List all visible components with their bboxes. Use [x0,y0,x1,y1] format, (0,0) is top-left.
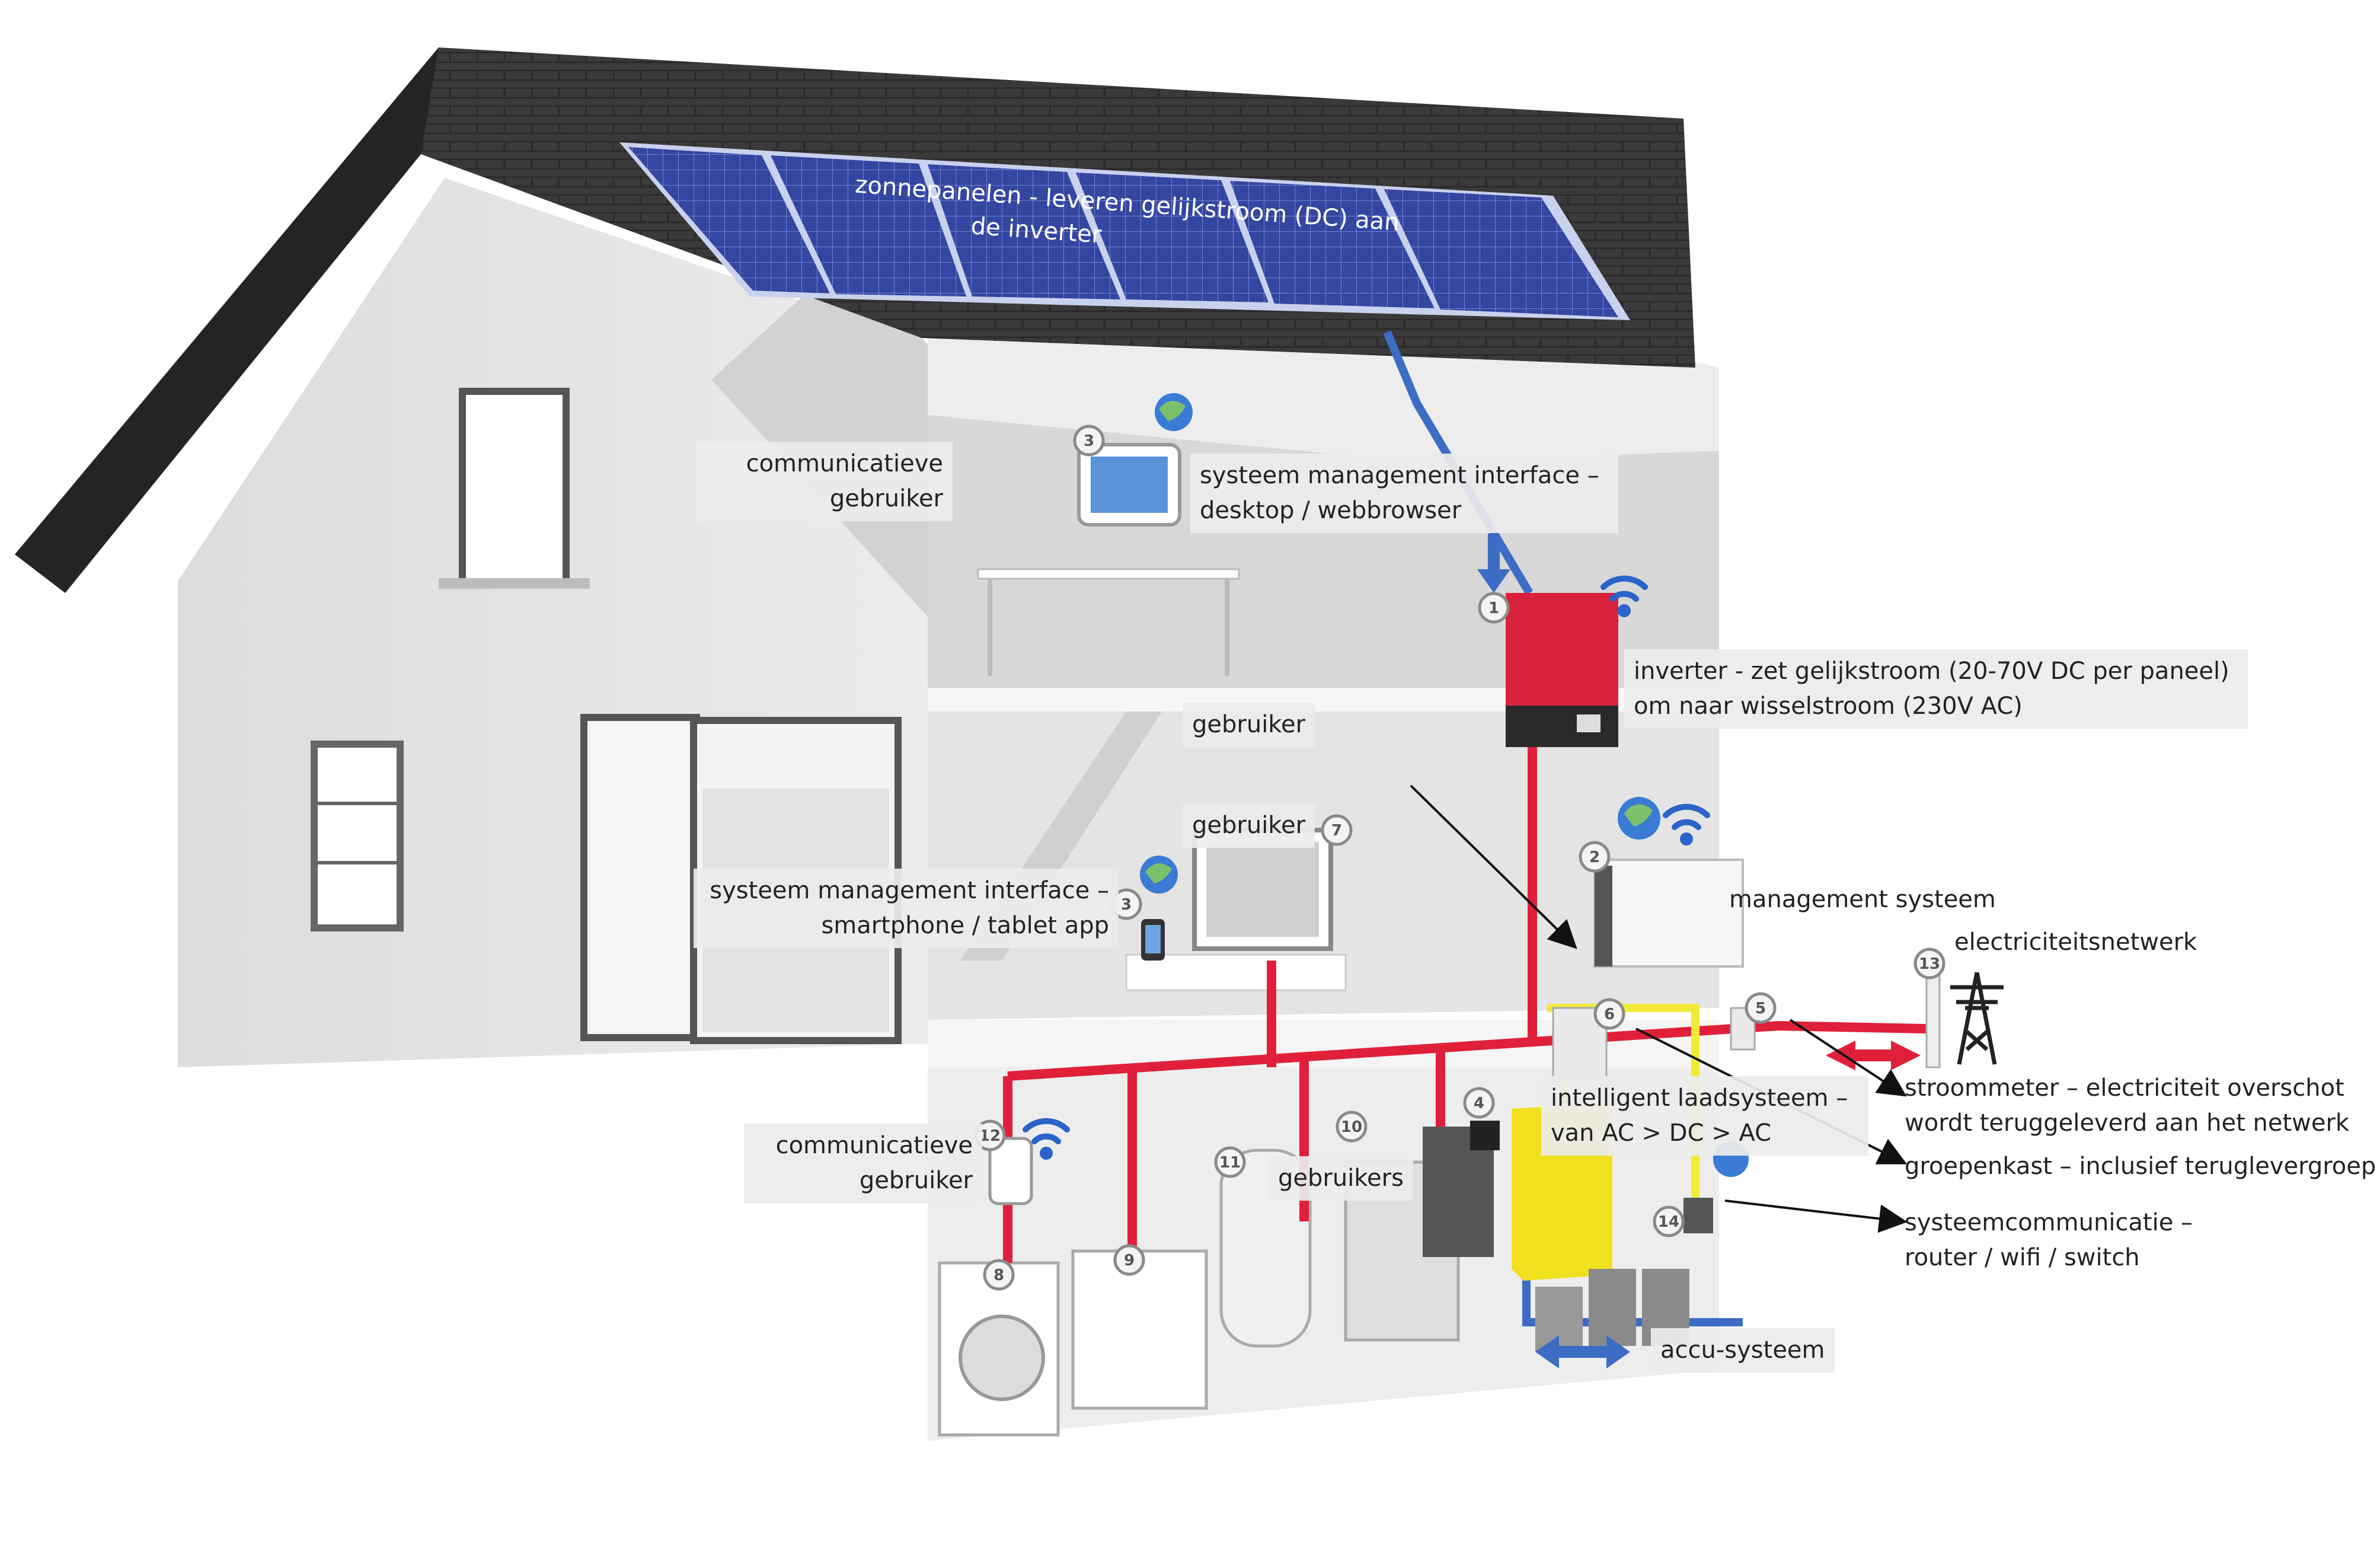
badge-13: 13 [1913,948,1945,980]
badge-5-text: 5 [1755,1000,1766,1017]
globe-icon [1140,856,1178,894]
badge-14-text: 14 [1658,1213,1679,1231]
badge-9-text: 9 [1124,1252,1135,1269]
label-users: gebruikers [1269,1156,1413,1201]
label-communicative-user-bottom: communicatieve gebruiker [744,1124,982,1203]
badge-4-text: 4 [1474,1095,1484,1112]
label-smart-charging: intelligent laadsysteem – van AC > DC > … [1541,1076,1868,1156]
ac-cable [1003,741,1927,1263]
inverter [1506,593,1618,747]
badge-5: 5 [1745,992,1777,1024]
wifi-icon [1600,575,1648,617]
badge-7-text: 7 [1331,822,1342,840]
solar-panels [619,142,1630,320]
label-fusebox: groepenkast – inclusief teruglevergroep [1905,1153,2376,1180]
wifi-icon [1663,803,1710,846]
label-communicative-user-top: communicatieve gebruiker [697,442,953,521]
arrow-icon [1477,534,1510,593]
desktop-screen [1077,443,1181,527]
meter-unit [1730,1007,1756,1051]
dryer [1071,1249,1208,1410]
badge-8-text: 8 [993,1266,1004,1284]
battery-flow-arrow-icon [1535,1335,1630,1368]
label-battery: accu-systeem [1651,1328,1835,1373]
badge-7: 7 [1321,814,1353,846]
globe-icon [1155,393,1193,431]
badge-1-text: 1 [1488,599,1499,617]
label-management-system: management systeem [1729,886,1996,913]
smart-plug [988,1137,1033,1205]
label-meter: stroommeter – electriciteit overschot wo… [1905,1074,2350,1137]
badge-10-text: 10 [1341,1118,1362,1136]
badge-3b-text: 3 [1121,896,1132,914]
badge-10: 10 [1336,1111,1368,1143]
component-number-badges: 1 2 3 3 4 5 6 7 8 9 10 11 12 13 14 [974,425,1945,1291]
smartphone [1141,919,1165,961]
globe-icon [1618,797,1660,840]
label-grid: electriciteitsnetwerk [1954,929,2197,956]
badge-9: 9 [1113,1244,1145,1276]
pylon-icon [1950,972,2004,1065]
badge-8: 8 [983,1259,1015,1291]
label-smi-app: systeem management interface – smartphon… [694,869,1119,948]
badge-12-text: 12 [979,1127,1001,1145]
badge-13-text: 13 [1919,955,1940,973]
badge-2: 2 [1579,841,1611,873]
wifi-icon [1023,1118,1070,1160]
grid-post-icon [1925,971,1941,1068]
label-inverter: inverter - zet gelijkstroom (20-70V DC p… [1624,649,2248,729]
badge-6: 6 [1593,998,1625,1030]
label-user-2: gebruiker [1183,803,1315,848]
label-system-comm: systeemcommunicatie – router / wifi / sw… [1905,1209,2193,1271]
badge-14: 14 [1653,1205,1685,1237]
badge-12: 12 [974,1119,1006,1151]
management-system-unit [1593,859,1744,968]
badge-11-text: 11 [1219,1154,1241,1172]
router-unit [1683,1198,1713,1233]
badge-1: 1 [1478,592,1510,624]
badge-4: 4 [1463,1087,1495,1119]
badge-3a-text: 3 [1084,432,1094,450]
badge-3a: 3 [1073,425,1105,457]
badge-2-text: 2 [1589,848,1600,866]
label-user-1: gebruiker [1183,703,1315,747]
battery-packs [1535,1269,1689,1368]
label-smi-desktop: systeem management interface – desktop /… [1190,454,1618,533]
badge-11: 11 [1214,1146,1246,1178]
badge-6-text: 6 [1604,1006,1615,1023]
grid-flow-arrow-icon [1826,1041,1921,1070]
